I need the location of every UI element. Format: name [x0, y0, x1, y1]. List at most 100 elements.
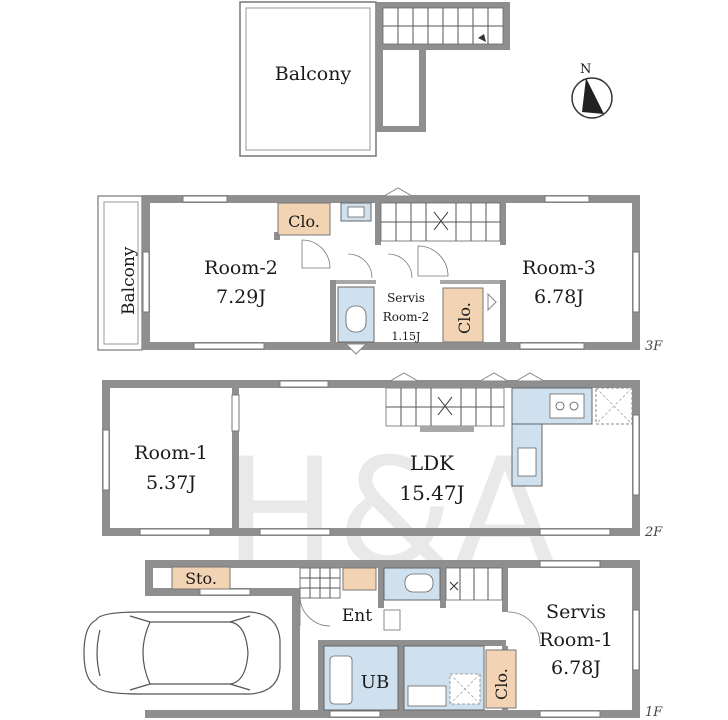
floor-3f: Balcony Clo. — [97, 187, 663, 355]
f2-sink-icon — [517, 447, 537, 477]
f2-window-3 — [259, 528, 331, 536]
f2-ldk-size: 15.47J — [399, 481, 464, 505]
f1-window-2 — [199, 588, 251, 596]
f2-floor-label: 2F — [644, 525, 663, 540]
f2-window-1 — [279, 380, 329, 388]
f3-closet-a — [277, 202, 331, 236]
f2-window-2 — [139, 528, 211, 536]
f3-room3-size: 6.78J — [534, 286, 584, 308]
f3-wall-closet-top — [440, 280, 500, 284]
f3-window-6 — [632, 251, 640, 313]
f3-window-3 — [193, 342, 265, 350]
f3-door-room2[interactable] — [301, 239, 331, 269]
f3-closet-arrow-icon — [487, 292, 497, 312]
f1-wall-carport — [292, 588, 300, 718]
f3-floor-label: 3F — [645, 339, 663, 354]
f3-balcony-inner — [103, 201, 139, 345]
f3-room3-name: Room-3 — [522, 257, 596, 279]
f1-stairs — [445, 567, 503, 601]
f3-door-servis[interactable] — [387, 253, 413, 279]
f1-hall-step — [383, 609, 401, 631]
f2-wall-room1-right — [232, 380, 239, 536]
roof-stair-treads — [382, 7, 504, 45]
f3-wall-room2-right — [330, 280, 336, 346]
roof-balcony-inner — [245, 7, 371, 151]
f1-entrance-door[interactable] — [299, 595, 331, 627]
f1-door-servis[interactable] — [507, 611, 541, 645]
f1-window-5 — [632, 609, 640, 671]
f2-ldk-name: LDK — [410, 451, 455, 475]
f3-servis-room2-line2: Room-2 — [383, 310, 430, 324]
f3-balcony-label: Balcony — [119, 246, 139, 315]
f1-wall-servis-left — [502, 560, 508, 612]
f3-window-2 — [544, 195, 590, 203]
f3-closet-b-label: Clo. — [455, 302, 474, 334]
f1-shoe-cabinet — [342, 567, 377, 591]
floor-2f: Room-1 5.37J LDK 15.47J 2F — [102, 372, 663, 540]
f1-wall-bath-top — [318, 640, 506, 646]
roof-level: Balcony — [239, 1, 510, 157]
f3-window-5 — [142, 251, 150, 313]
f3-stairs — [380, 187, 501, 242]
f1-wall-bath-left — [318, 640, 324, 716]
f1-storage-label: Sto. — [185, 569, 217, 588]
f2-wall-bottom — [102, 528, 640, 536]
f3-wall-stub — [274, 232, 280, 240]
f1-entrance-label: Ent — [342, 606, 372, 626]
f2-stove-icon — [549, 393, 585, 419]
f3-room2-name: Room-2 — [204, 257, 278, 279]
f3-servis-room2-line1: Servis — [387, 291, 425, 305]
f1-window-1 — [539, 560, 601, 568]
f2-kitchen — [511, 372, 633, 487]
f3-wall-stair-right — [500, 195, 506, 245]
f2-room1-name: Room-1 — [134, 442, 208, 464]
f1-storage — [171, 566, 231, 590]
f2-door-room1[interactable] — [231, 394, 240, 432]
f1-wall-wc-right — [440, 568, 446, 608]
f1-wall-bottom — [145, 710, 640, 718]
f2-room1-size: 5.37J — [146, 472, 196, 494]
f1-wall-top — [145, 560, 640, 568]
f1-wall-wc-left — [378, 568, 384, 608]
f3-wall-top — [142, 195, 640, 203]
f1-toilet-icon — [404, 573, 434, 593]
f3-servis-room2-size: 1.15J — [392, 330, 421, 343]
f1-floor-label: 1F — [645, 705, 663, 720]
f1-vanity-icon — [407, 685, 447, 707]
f3-window-4 — [519, 342, 585, 350]
f3-closet-b — [442, 287, 484, 343]
f2-window-6 — [632, 414, 640, 496]
carport-car-icon — [83, 611, 281, 695]
f1-wall-left-stub — [145, 560, 153, 596]
roof-balcony-label: Balcony — [275, 63, 352, 85]
f2-stairs — [385, 372, 510, 432]
f3-toilet-icon — [345, 305, 367, 333]
f1-bath-label: UB — [361, 672, 389, 693]
f2-wall-top — [102, 380, 640, 388]
f1-servis-room1-line2: Room-1 — [539, 629, 613, 651]
roof-stair-inner-2 — [383, 50, 419, 126]
compass-needle-icon — [582, 78, 604, 114]
f1-closet-label: Clo. — [492, 668, 511, 700]
f1-window-3 — [329, 710, 381, 718]
f1-window-4 — [539, 710, 601, 718]
f3-window-1 — [182, 195, 228, 203]
f2-window-5 — [102, 429, 110, 491]
f1-servis-room1-line1: Servis — [546, 601, 606, 623]
f1-entrance-tiles — [299, 567, 341, 599]
floor-1f: Sto. Ent UB — [83, 560, 663, 720]
compass-letter: N — [580, 62, 591, 77]
f3-closet-a-label: Clo. — [288, 212, 320, 231]
north-compass: N — [571, 62, 613, 119]
f3-door-wc[interactable] — [347, 253, 373, 279]
f3-room2-size: 7.29J — [216, 286, 266, 308]
f2-window-4 — [539, 528, 611, 536]
f3-door-room3[interactable] — [417, 245, 449, 277]
f3-wall-wc-top — [336, 280, 376, 284]
f3-entry-arrow-icon — [344, 343, 368, 355]
f3-washbasin-bowl — [347, 206, 365, 218]
f1-servis-room1-size: 6.78J — [551, 657, 601, 679]
f1-bathtub-icon — [329, 655, 353, 705]
f1-wall-bath-mid — [398, 646, 404, 716]
